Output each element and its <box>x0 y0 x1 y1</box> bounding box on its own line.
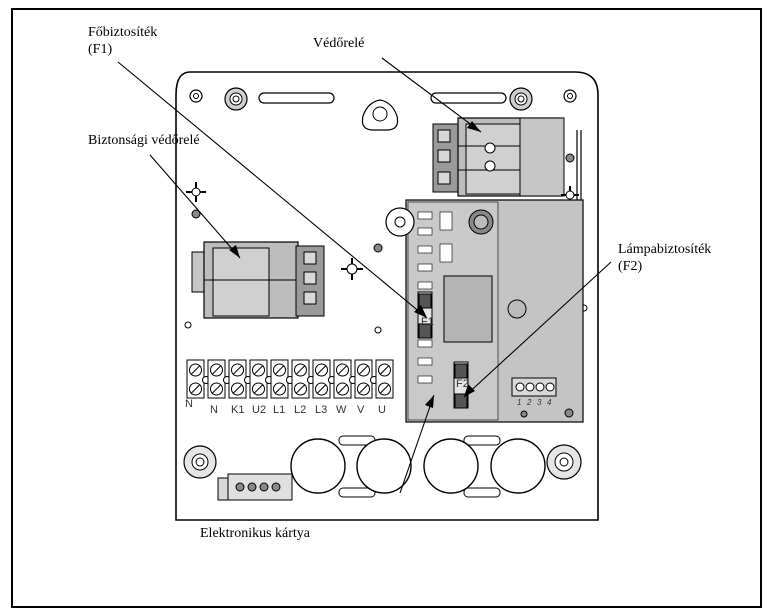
earth-connector <box>217 473 293 501</box>
terminal-block <box>270 359 294 399</box>
fuse-f1-marking: F1 <box>421 316 434 328</box>
terminal-block <box>354 359 378 399</box>
label-electronic-card: Elektronikus kártya <box>200 526 311 541</box>
terminal-label: U2 <box>252 404 267 416</box>
leader-lines <box>117 57 612 494</box>
terminal-block <box>186 359 210 399</box>
safety-relay-part <box>191 241 325 319</box>
terminal-block <box>333 359 357 399</box>
terminal-block <box>207 359 231 399</box>
terminal-block <box>375 359 394 399</box>
label-lamp-fuse: Lámpabiztosíték (F2) <box>618 241 711 275</box>
arrow-heads <box>229 121 481 408</box>
fuse-f2-marking: F2 <box>456 378 469 390</box>
terminal-label: K1 <box>231 404 245 416</box>
label-main-fuse-line1: Főbiztosíték <box>88 25 158 40</box>
terminal-label: N <box>210 404 218 416</box>
connector-pin-label: 2 <box>527 398 532 407</box>
terminal-block <box>312 359 336 399</box>
protective-relay-part <box>432 117 582 250</box>
terminal-label: L3 <box>315 404 328 416</box>
panel-drawing <box>117 57 612 521</box>
cable-glands <box>183 435 582 498</box>
terminal-label: N <box>185 398 193 410</box>
top-mount-holes <box>189 87 577 131</box>
terminal-label: W <box>336 404 347 416</box>
connector-pin-label: 4 <box>547 398 552 407</box>
terminal-label: L2 <box>294 404 307 416</box>
connector-pin-label: 3 <box>537 398 542 407</box>
terminal-label: U <box>378 404 386 416</box>
connector-pin-label: 1 <box>517 398 522 407</box>
label-lamp-fuse-line2: (F2) <box>618 259 643 274</box>
label-lamp-fuse-line1: Lámpabiztosíték <box>618 242 712 257</box>
label-main-fuse-line2: (F1) <box>88 42 113 57</box>
terminal-strip <box>186 359 394 399</box>
label-safety-relay: Biztonsági védőrelé <box>88 133 200 148</box>
label-main-fuse: Főbiztosíték (F1) <box>88 24 157 58</box>
label-protective-relay: Védőrelé <box>313 36 365 51</box>
terminal-block <box>291 359 315 399</box>
terminal-label: L1 <box>273 404 286 416</box>
terminal-label: V <box>357 404 365 416</box>
